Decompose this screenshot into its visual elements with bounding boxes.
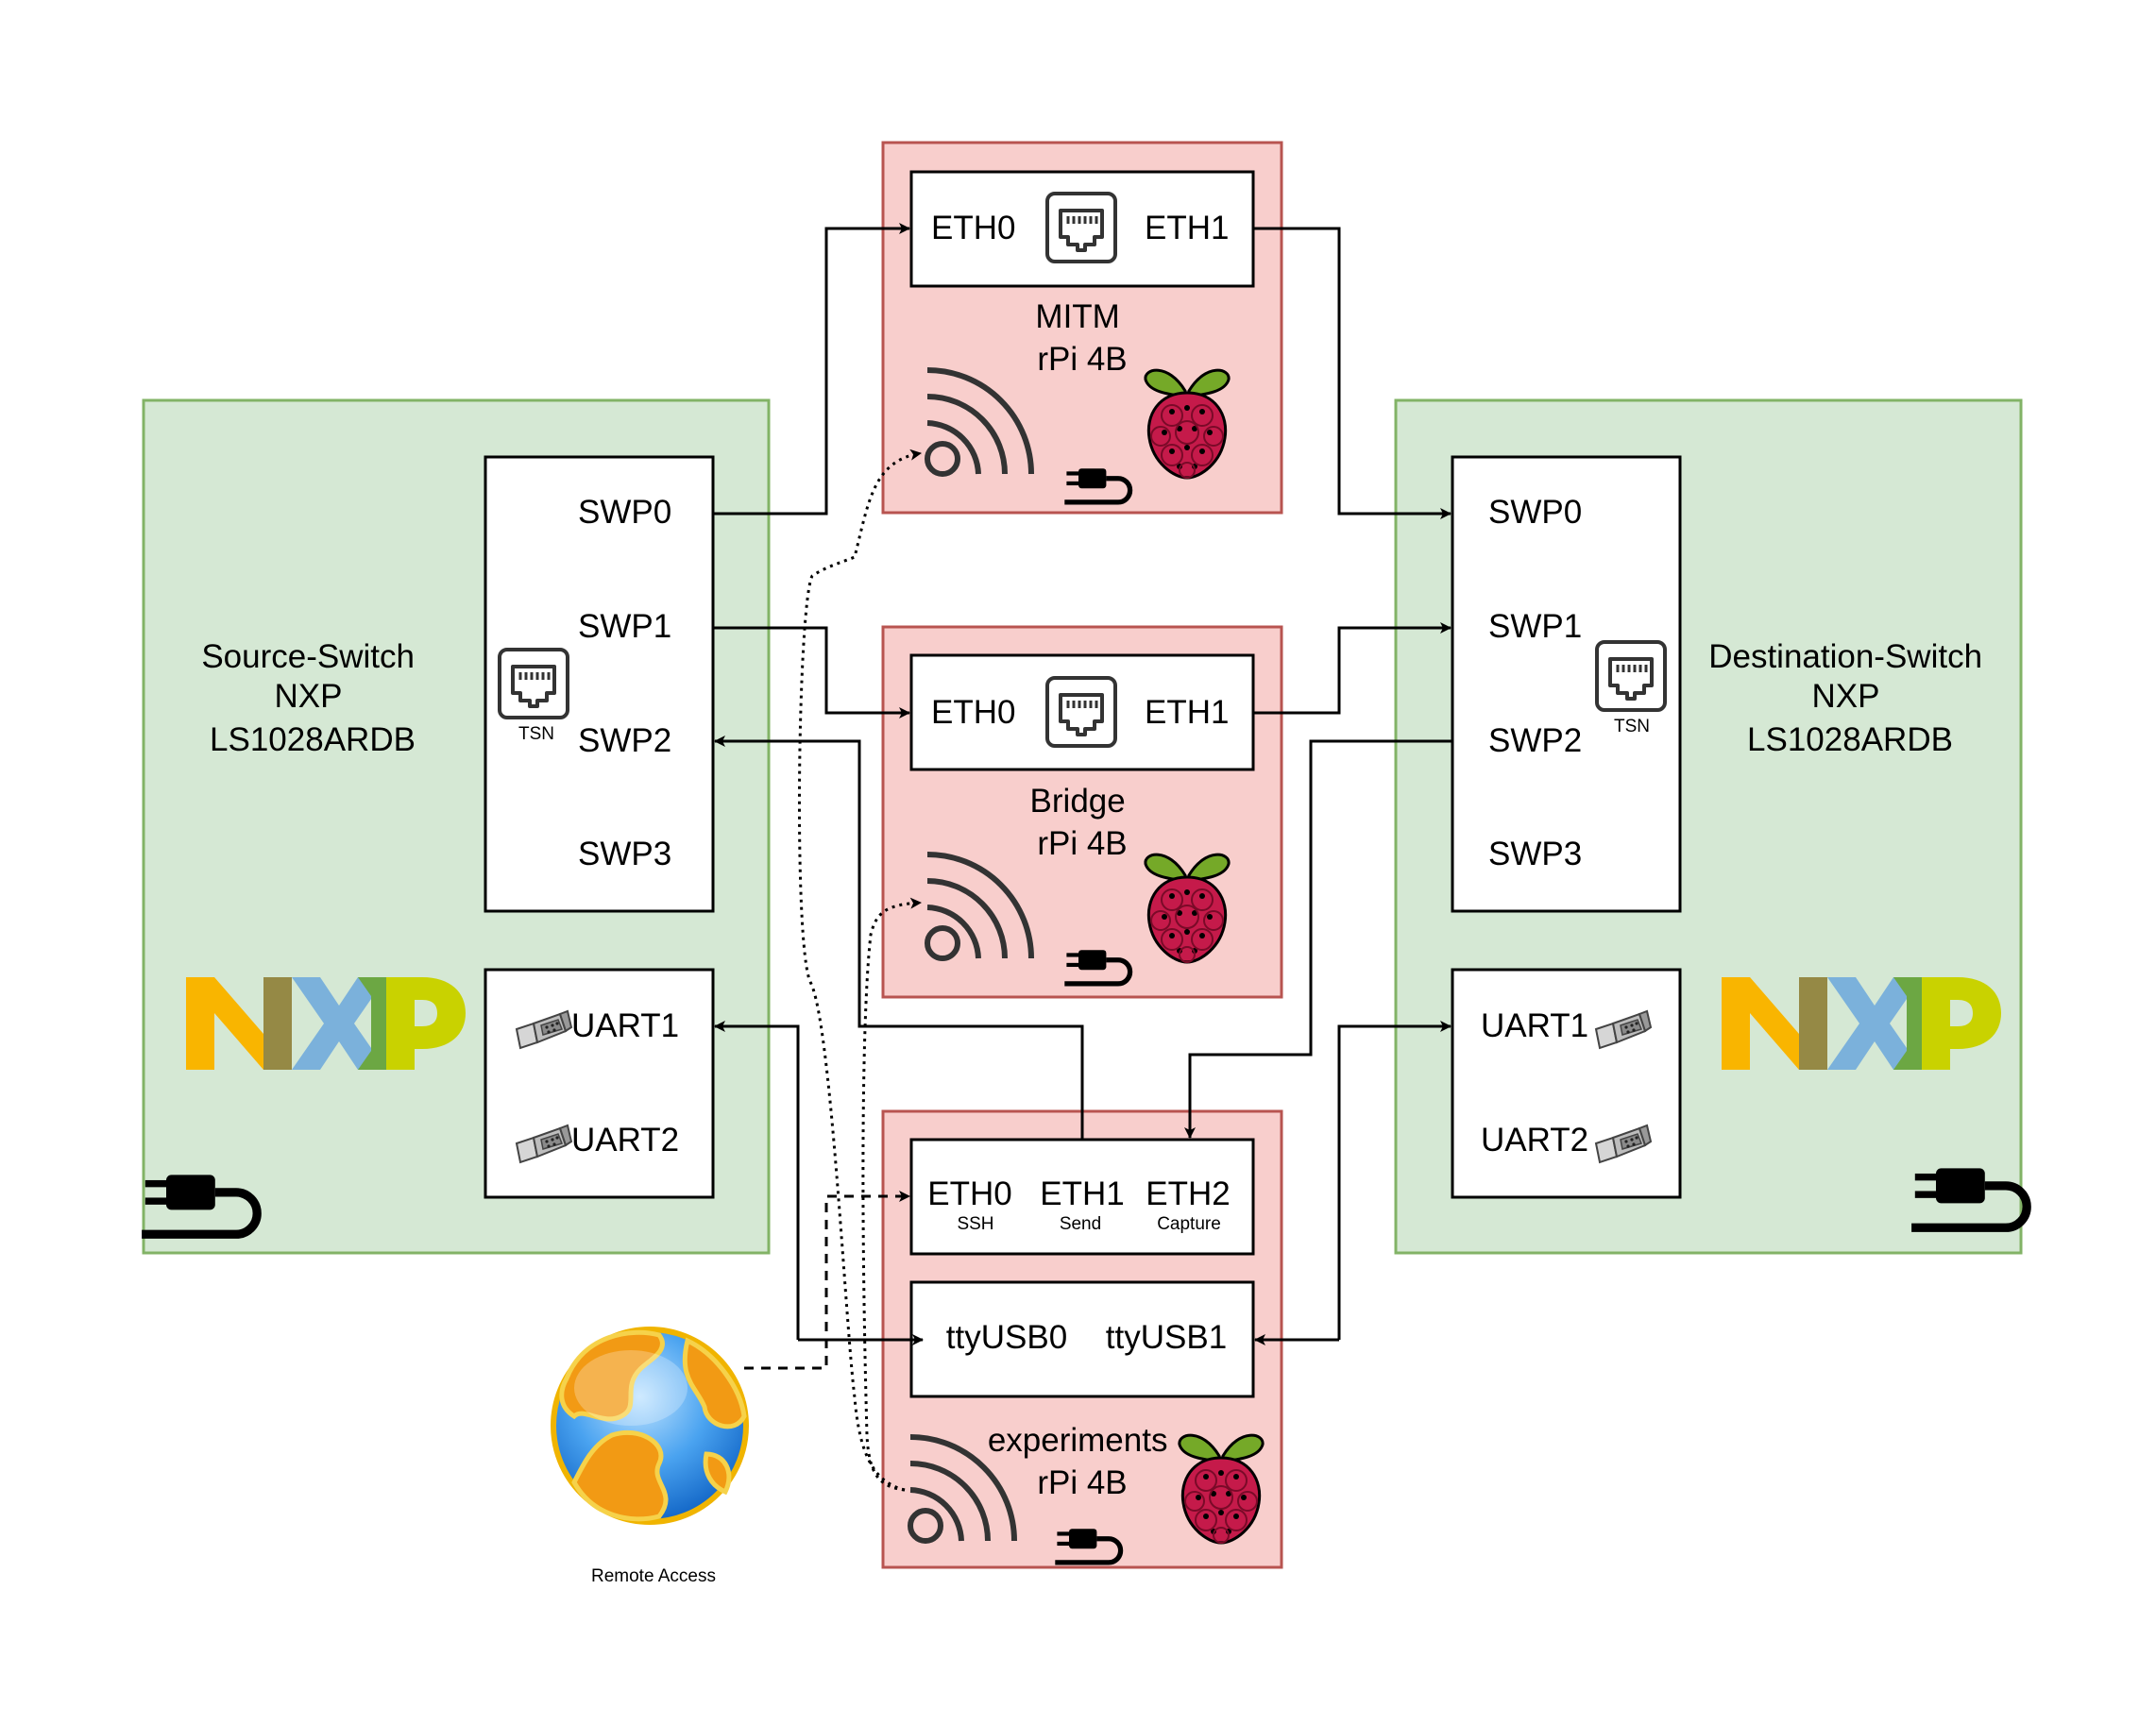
experiments-ttyusb1: ttyUSB1 <box>1106 1319 1227 1356</box>
link-exp-eth1-source-swp2 <box>714 736 1084 1140</box>
source-uart2: UART2 <box>571 1122 679 1158</box>
source-switch-title: Source-Switch NXP LS1028ARDB <box>201 638 423 758</box>
source-uart1: UART1 <box>571 1007 679 1044</box>
link-source-swp0-mitm-eth0 <box>713 223 910 516</box>
destination-switch: Destination-Switch NXP LS1028ARDB SWP0 S… <box>1394 398 2027 1255</box>
remote-access-label: Remote Access <box>591 1566 716 1586</box>
experiments-eth0: ETH0 <box>927 1175 1011 1212</box>
destination-uart-box <box>1451 968 1682 1199</box>
connections <box>713 223 1452 1492</box>
experiments-title: experiments rPi 4B <box>988 1422 1177 1501</box>
source-port-swp0: SWP0 <box>578 494 671 531</box>
ethernet-port-icon <box>1045 676 1117 748</box>
destination-port-swp0: SWP0 <box>1488 494 1582 531</box>
destination-uart1: UART1 <box>1481 1007 1588 1044</box>
ethernet-port-icon <box>1045 192 1117 263</box>
source-port-swp1: SWP1 <box>578 608 671 645</box>
experiments-eth2: ETH2 <box>1146 1175 1230 1212</box>
experiments-ttyusb0: ttyUSB0 <box>946 1319 1067 1356</box>
destination-port-swp2: SWP2 <box>1488 722 1582 759</box>
link-bridge-eth1-dest-swp1 <box>1253 622 1451 715</box>
link-mitm-eth1-dest-swp0 <box>1253 227 1451 519</box>
mitm-title: MITM rPi 4B <box>1035 298 1129 378</box>
link-source-swp1-bridge-eth0 <box>713 626 910 719</box>
experiments-eth-box <box>909 1138 1255 1256</box>
remote-access: Remote Access <box>553 1329 746 1586</box>
globe-icon <box>553 1329 746 1522</box>
destination-tsn-label: TSN <box>1614 717 1650 736</box>
destination-switch-title: Destination-Switch NXP LS1028ARDB <box>1708 638 1992 758</box>
mitm-eth0: ETH0 <box>931 210 1015 246</box>
experiments-eth1-sub: Send <box>1060 1214 1101 1234</box>
ethernet-port-icon <box>1595 640 1667 712</box>
destination-port-swp1: SWP1 <box>1488 608 1582 645</box>
mitm-eth1: ETH1 <box>1145 210 1229 246</box>
source-uart-box <box>484 968 715 1199</box>
link-source-uart1 <box>714 1021 800 1340</box>
source-port-swp2: SWP2 <box>578 722 671 759</box>
link-dest-swp2-exp-eth2 <box>1184 739 1452 1139</box>
bridge-rpi: ETH0 ETH1 Bridge rPi 4B <box>881 625 1283 999</box>
destination-port-swp3: SWP3 <box>1488 836 1582 872</box>
source-tsn-label: TSN <box>518 724 554 744</box>
bridge-eth1: ETH1 <box>1145 694 1229 731</box>
experiments-eth1: ETH1 <box>1040 1175 1124 1212</box>
link-wifi-mitm <box>798 448 922 1492</box>
experiments-eth0-sub: SSH <box>957 1214 993 1234</box>
ethernet-port-icon <box>498 648 569 719</box>
source-port-swp3: SWP3 <box>578 836 671 872</box>
destination-uart2: UART2 <box>1481 1122 1588 1158</box>
experiments-eth2-sub: Capture <box>1157 1214 1221 1234</box>
experiments-rpi: ETH0 SSH ETH1 Send ETH2 Capture ttyUSB0 … <box>881 1109 1283 1569</box>
bridge-eth0: ETH0 <box>931 694 1015 731</box>
mitm-rpi: ETH0 ETH1 MITM rPi 4B <box>881 141 1283 515</box>
experiments-tty-box <box>909 1280 1255 1398</box>
bridge-title: Bridge rPi 4B <box>1030 783 1135 862</box>
source-switch: Source-Switch NXP LS1028ARDB SWP0 SWP1 S… <box>142 398 771 1255</box>
link-remote-ssh <box>744 1191 910 1370</box>
link-dest-uart1 <box>1337 1021 1451 1340</box>
